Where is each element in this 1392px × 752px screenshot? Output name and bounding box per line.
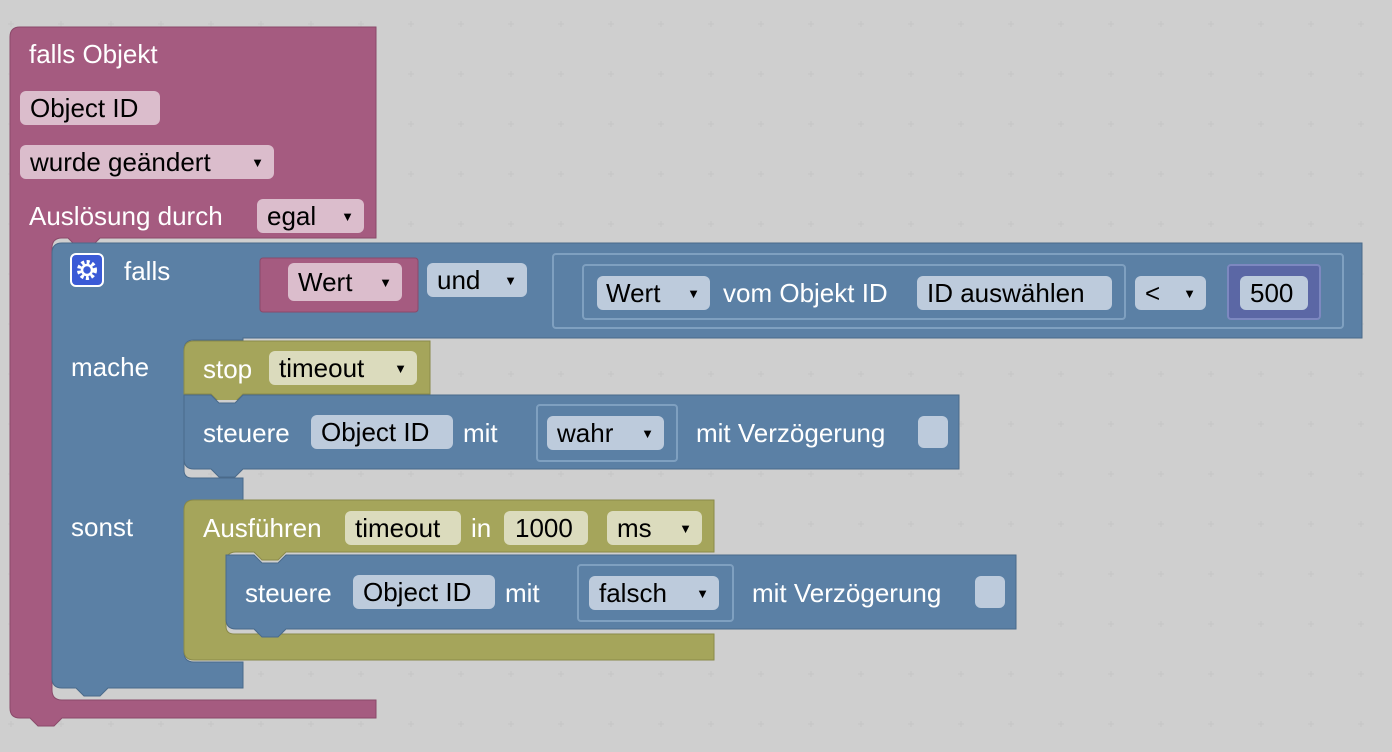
- trigger-object-id-field[interactable]: Object ID: [20, 91, 160, 125]
- gear-icon[interactable]: [70, 253, 104, 287]
- control-false-block[interactable]: [0, 0, 1030, 640]
- get-property-dropdown[interactable]: Wert: [597, 276, 710, 311]
- trigger-by-dropdown[interactable]: egal: [257, 199, 364, 234]
- trigger-value-dropdown[interactable]: Wert: [288, 263, 402, 302]
- control-true-delay-checkbox[interactable]: [918, 416, 948, 448]
- control-false-value-dropdown[interactable]: falsch: [589, 576, 719, 611]
- trigger-title: falls Objekt: [29, 39, 158, 69]
- else-label: sonst: [71, 512, 134, 542]
- control-false-with-label: mit: [505, 578, 540, 608]
- stop-timeout-dropdown[interactable]: timeout: [269, 351, 417, 386]
- control-false-label: steuere: [245, 578, 332, 608]
- timeout-name-field[interactable]: timeout: [345, 511, 461, 545]
- stop-label: stop: [203, 354, 253, 384]
- timeout-in-label: in: [471, 513, 492, 543]
- compare-operator-dropdown[interactable]: <: [1135, 276, 1206, 311]
- control-true-with-label: mit: [463, 418, 498, 448]
- control-true-value-dropdown[interactable]: wahr: [547, 416, 664, 451]
- control-false-delay-checkbox[interactable]: [975, 576, 1005, 608]
- control-false-delay-label: mit Verzögerung: [752, 578, 942, 608]
- timeout-unit-dropdown[interactable]: ms: [607, 511, 702, 546]
- trigger-by-label: Auslösung durch: [29, 201, 223, 231]
- run-label: Ausführen: [203, 513, 322, 543]
- do-label: mache: [71, 352, 150, 382]
- logic-operator-dropdown[interactable]: und: [427, 263, 527, 298]
- number-input[interactable]: 500: [1240, 276, 1308, 310]
- from-object-label: vom Objekt ID: [723, 278, 888, 308]
- control-true-label: steuere: [203, 418, 290, 448]
- if-label: falls: [124, 256, 171, 286]
- control-false-object-id-field[interactable]: Object ID: [353, 575, 495, 609]
- timeout-amount-input[interactable]: 1000: [504, 511, 588, 545]
- trigger-condition-dropdown[interactable]: wurde geändert: [20, 145, 274, 180]
- object-id-select-field[interactable]: ID auswählen: [917, 276, 1112, 310]
- control-true-object-id-field[interactable]: Object ID: [311, 415, 453, 449]
- control-true-delay-label: mit Verzögerung: [696, 418, 886, 448]
